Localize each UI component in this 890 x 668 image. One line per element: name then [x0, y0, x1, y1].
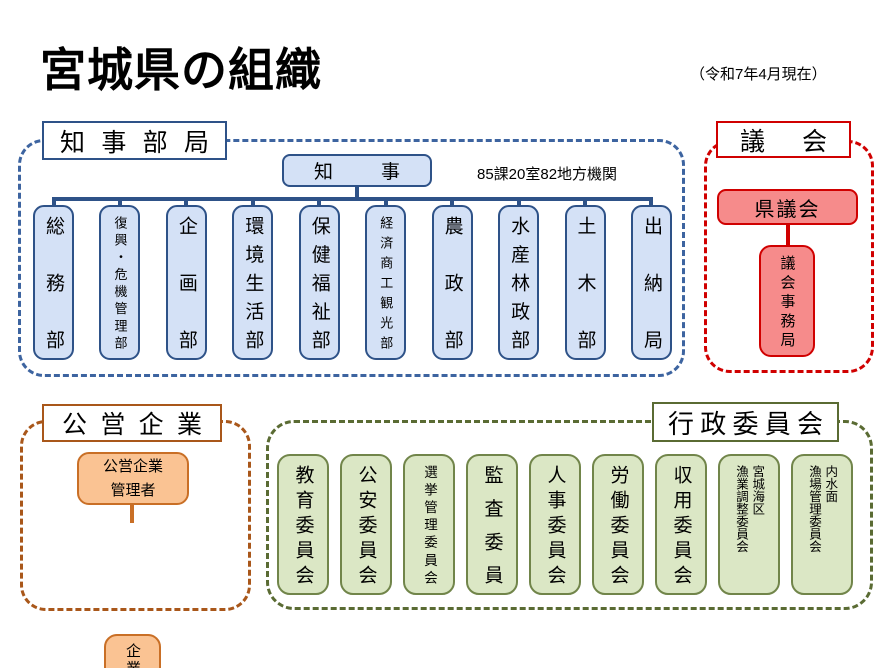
org-stats-note: 85課20室82地方機関	[477, 166, 618, 183]
committee-box: 宮城海区 漁業調整委員会	[718, 454, 780, 595]
connector-enterprise	[130, 504, 134, 523]
department-box-label: 復興・危機管理部	[112, 216, 128, 349]
committee-box-label: 教育委員会	[292, 465, 314, 584]
department-box-label: 経済商工観光部	[378, 216, 394, 349]
committees-section-frame	[266, 420, 873, 610]
enterprise-bureau-box: 企業局	[104, 634, 161, 668]
department-box-label: 土木部	[574, 216, 596, 349]
assembly-section-header: 議会	[716, 121, 851, 158]
committee-box-label: 選挙管理委員会	[422, 465, 437, 584]
connector-departments-hline	[52, 197, 653, 201]
committee-box-label: 監査委員	[481, 465, 503, 584]
governor-section-header: 知事部局	[42, 121, 227, 160]
department-box: 総務部	[33, 205, 74, 360]
department-box-label: 企画部	[175, 216, 197, 349]
assembly-secretariat-box: 議会事務局	[759, 245, 815, 357]
governor-section-frame	[18, 139, 685, 377]
committee-box: 内水面 漁場管理委員会	[791, 454, 853, 595]
page-title: 宮城県の組織	[40, 44, 322, 96]
committee-box-label: 収用委員会	[670, 465, 692, 584]
department-box: 環境生活部	[232, 205, 274, 360]
department-box-label: 保健福祉部	[308, 216, 330, 349]
department-box-label: 水産林政部	[508, 216, 530, 349]
department-box: 農政部	[431, 205, 473, 360]
department-box-label: 出納局	[640, 216, 662, 349]
connector-governor-stub	[355, 186, 359, 199]
committee-box: 監査委員	[466, 454, 518, 595]
department-box-label: 農政部	[441, 216, 463, 349]
public-enterprise-section-header: 公営企業	[42, 404, 222, 442]
public-enterprise-section-label: 公営企業	[62, 411, 202, 439]
department-box: 水産林政部	[498, 205, 540, 360]
department-box: 企画部	[165, 205, 207, 360]
connector-assembly	[786, 224, 790, 246]
governor-box: 知事	[282, 154, 432, 187]
governor-section-label: 知事部局	[60, 128, 209, 157]
committee-box: 教育委員会	[277, 454, 329, 595]
department-box: 保健福祉部	[298, 205, 340, 360]
enterprise-manager-box: 公営企業 管理者	[77, 452, 189, 505]
committees-row: 教育委員会 公安委員会 選挙管理委員会 監査委員 人事委員会 労働委員会 収用委員会 宮城海区…	[277, 454, 854, 595]
committee-box: 公安委員会	[340, 454, 392, 595]
departments-row: 総務部 復興・危機管理部 企画部 環境生活部 保健福祉部 経済商工観光部 農政部 水産林政部 土…	[33, 205, 672, 360]
committee-box-label: 宮城海区 漁業調整委員会	[734, 465, 765, 553]
governor-box-label: 知事	[314, 162, 400, 183]
date-note: （令和7年4月現在）	[690, 66, 827, 83]
assembly-secretariat-label: 議会事務局	[778, 255, 796, 347]
enterprise-bureau-label: 企業局	[124, 643, 141, 668]
committee-box-label: 人事委員会	[544, 465, 566, 584]
prefectural-assembly-label: 県議会	[754, 198, 821, 221]
committees-section-header: 行政委員会	[652, 402, 839, 442]
assembly-section-label: 議会	[740, 127, 827, 156]
committee-box: 収用委員会	[655, 454, 707, 595]
department-box: 土木部	[564, 205, 606, 360]
committees-section-label: 行政委員会	[668, 408, 823, 439]
committee-box-label: 労働委員会	[607, 465, 629, 584]
committee-box: 人事委員会	[529, 454, 581, 595]
committee-box: 選挙管理委員会	[403, 454, 455, 595]
department-box: 復興・危機管理部	[99, 205, 141, 360]
committee-box-label: 公安委員会	[355, 465, 377, 584]
prefectural-assembly-box: 県議会	[717, 189, 858, 225]
department-box: 経済商工観光部	[365, 205, 407, 360]
committee-box-label: 内水面 漁場管理委員会	[807, 465, 838, 553]
enterprise-manager-label: 公営企業 管理者	[102, 458, 163, 499]
department-box: 出納局	[630, 205, 672, 360]
committee-box: 労働委員会	[592, 454, 644, 595]
department-box-label: 環境生活部	[242, 216, 264, 349]
public-enterprise-section-frame	[20, 420, 251, 611]
department-box-label: 総務部	[43, 216, 64, 349]
